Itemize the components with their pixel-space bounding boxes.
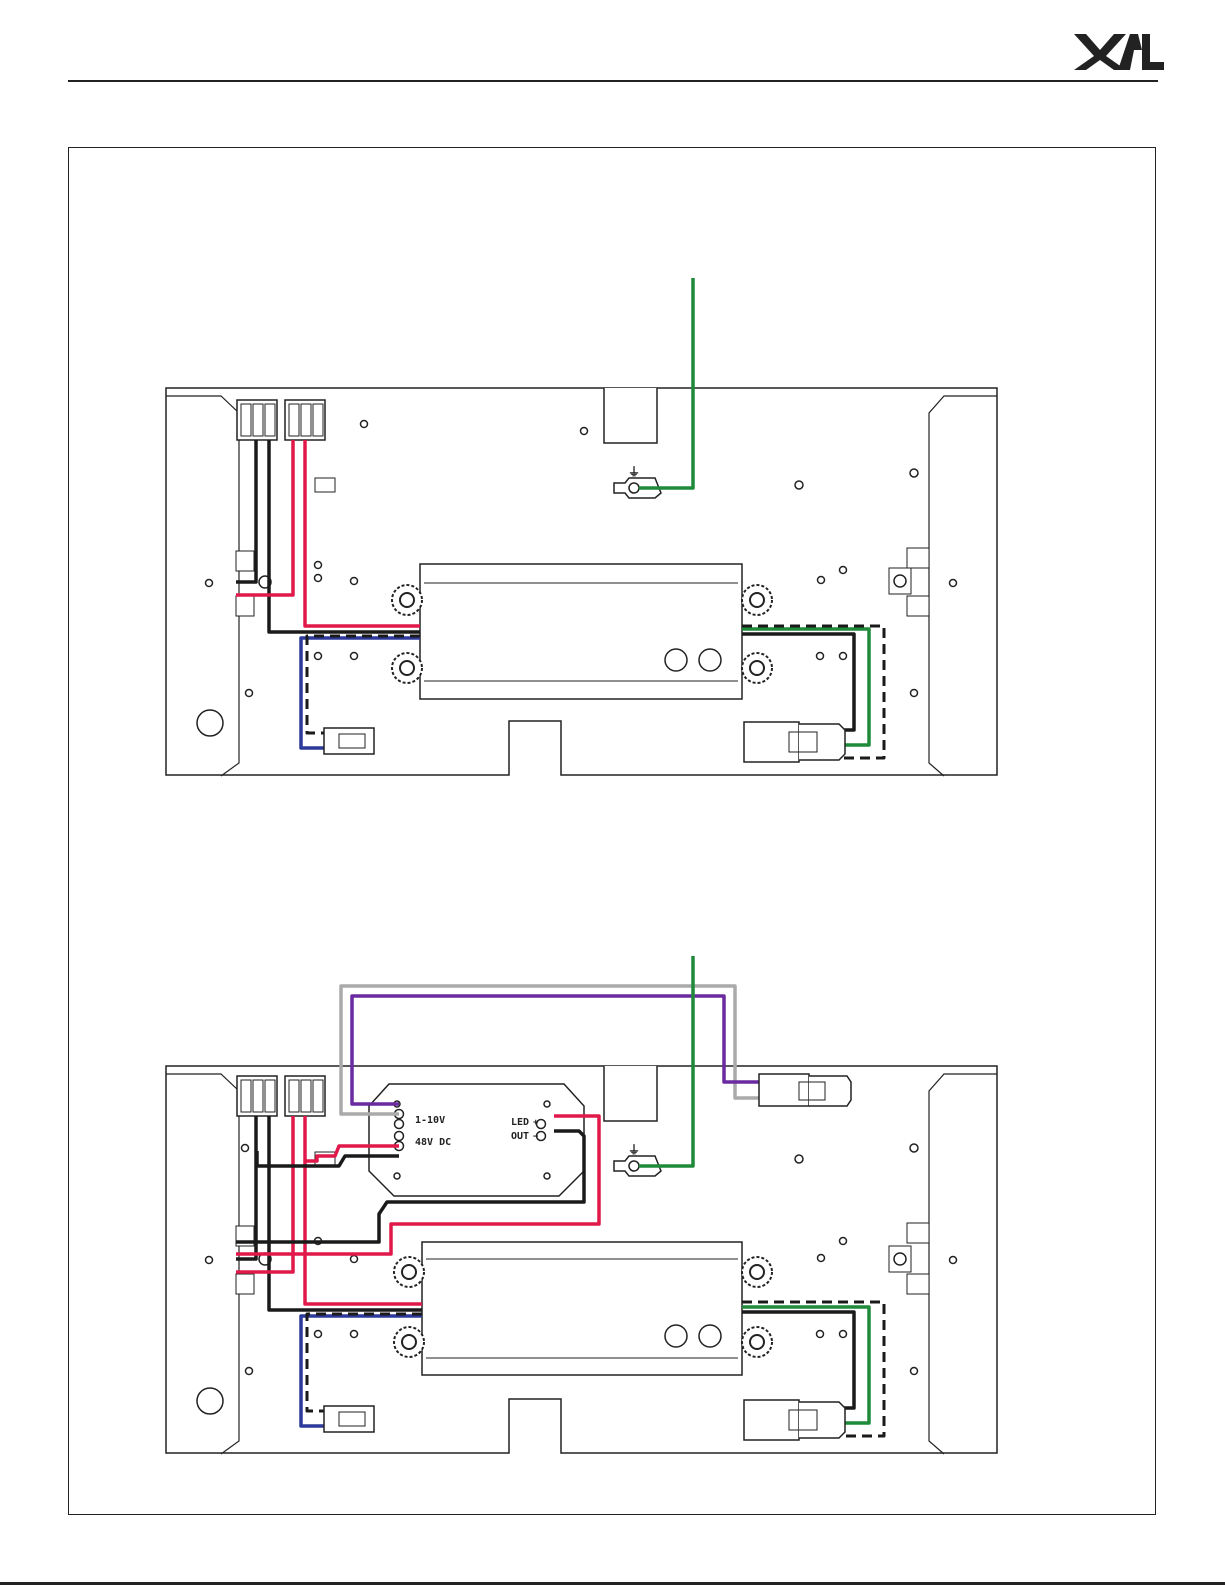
- header-divider: [68, 80, 1158, 82]
- housing-notch-top-1: [604, 388, 657, 443]
- dim-module: 1-10V 48V DC LED OUT + −: [369, 1084, 584, 1196]
- terminal-block-right-1: [285, 400, 325, 440]
- ground-lug-1: ⏚: [614, 465, 661, 498]
- terminal-block-left-1: [237, 400, 277, 440]
- dim-output-label-2: OUT: [511, 1131, 529, 1142]
- connector-control-2: [759, 1074, 851, 1106]
- led-driver-1: [420, 564, 742, 699]
- connector-right-1: [744, 722, 845, 762]
- terminal-block-right-2: [285, 1076, 325, 1116]
- wire-green-earth-1: [639, 278, 693, 488]
- led-driver-2: [422, 1242, 742, 1375]
- dim-input-label-2: 48V DC: [415, 1137, 451, 1148]
- diagram-basic-wiring: ⏚: [166, 278, 997, 776]
- dim-plus-sign: +: [533, 1118, 539, 1128]
- wire-dashed-left-1: [307, 636, 420, 733]
- diagram-dimming-wiring: 1-10V 48V DC LED OUT + −: [166, 956, 997, 1454]
- right-clamp-1: [889, 548, 929, 616]
- ground-symbol-2: ⏚: [628, 1143, 640, 1157]
- terminal-block-left-2: [237, 1076, 277, 1116]
- dim-input-label-1: 1-10V: [415, 1115, 445, 1126]
- xal-logo: [1072, 30, 1164, 74]
- wiring-diagrams-svg: ⏚: [69, 148, 1157, 1516]
- right-clamp-2: [889, 1223, 929, 1294]
- housing-notch-top-2: [604, 1066, 657, 1121]
- diagram-frame: ⏚: [68, 147, 1156, 1515]
- connector-right-2: [744, 1400, 845, 1440]
- wire-red-l1-2: [236, 1116, 293, 1272]
- connector-left-1: [324, 728, 374, 754]
- connector-left-2: [324, 1406, 374, 1432]
- dim-output-label-1: LED: [511, 1117, 529, 1128]
- left-panel-1: [166, 396, 239, 776]
- ground-lug-2: ⏚: [614, 1143, 661, 1176]
- left-panel-2: [166, 1074, 239, 1454]
- dim-minus-sign: −: [533, 1132, 539, 1142]
- right-panel-2: [929, 1074, 997, 1454]
- wire-red-l1-1: [236, 440, 293, 595]
- ground-symbol-1: ⏚: [628, 465, 640, 479]
- switch-1: [315, 478, 335, 492]
- right-panel-1: [929, 396, 997, 776]
